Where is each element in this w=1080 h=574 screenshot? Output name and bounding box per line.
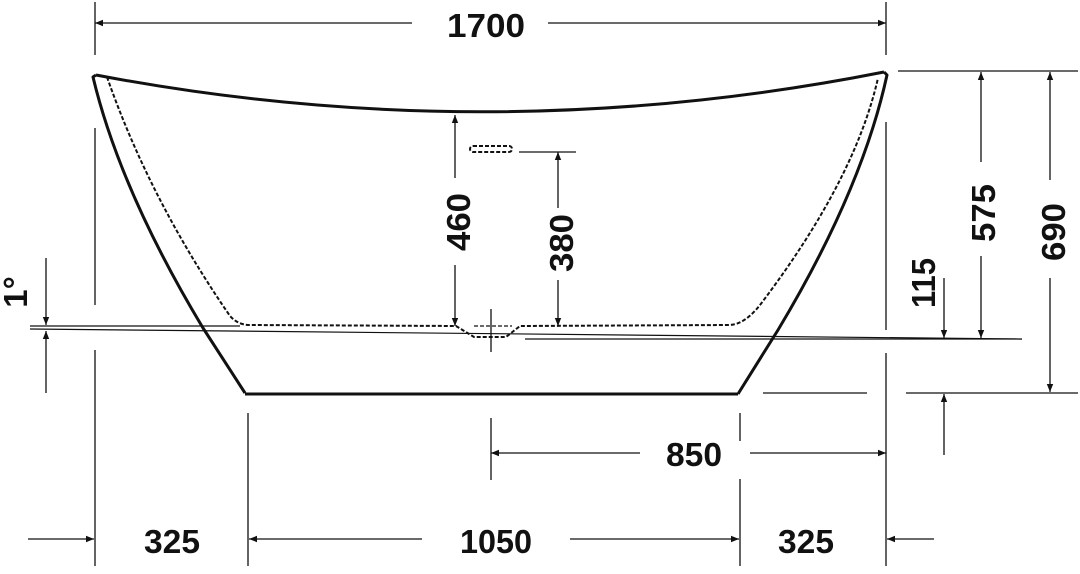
- dim-left-overhang: 325: [144, 523, 200, 560]
- dim-floor-to-drain: 115: [905, 258, 942, 308]
- dim-base-length: 1050: [460, 523, 532, 560]
- drain-centerline: [474, 309, 512, 352]
- dim-overflow-height: 380: [543, 214, 580, 272]
- dim-right-overhang: 325: [778, 523, 834, 560]
- dim-overall-height: 690: [1035, 203, 1072, 261]
- dim-drain-offset: 850: [666, 436, 722, 473]
- tub-outer-shell: [91, 70, 889, 396]
- dim-overall-length: 1700: [447, 7, 525, 44]
- tub-inner-liner: [106, 76, 879, 338]
- dim-inner-depth: 460: [440, 193, 477, 251]
- extension-lines: [29, 2, 1078, 566]
- dim-floor-slope: 1°: [0, 276, 34, 308]
- dim-drain-to-rim: 575: [965, 184, 1002, 242]
- dimension-lines: [28, 19, 1054, 543]
